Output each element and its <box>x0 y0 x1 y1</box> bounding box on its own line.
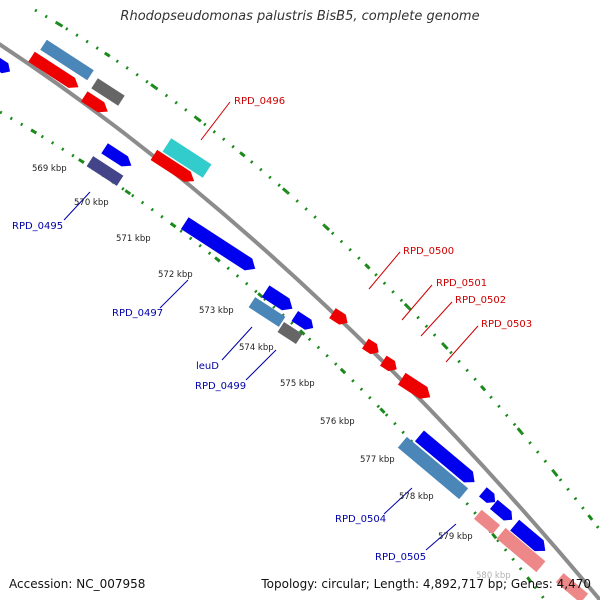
gene-label-rpd-0504[interactable]: RPD_0504 <box>335 514 386 525</box>
gene-label-rpd-0503[interactable]: RPD_0503 <box>481 319 532 330</box>
leader-rpd-0495 <box>63 191 91 221</box>
gene-block-red-6[interactable] <box>380 355 400 375</box>
leader-rpd-0500 <box>368 251 401 290</box>
leader-rpd-0499 <box>245 349 277 381</box>
tick-label-578: 578 kbp <box>399 492 434 502</box>
tick-label-572: 572 kbp <box>158 270 193 280</box>
tick-label-577: 577 kbp <box>360 455 395 465</box>
gene-label-rpd-0502[interactable]: RPD_0502 <box>455 295 506 306</box>
inner-dotted-ring <box>0 110 547 600</box>
leader-leud <box>221 326 253 361</box>
gene-block-blue-2[interactable] <box>261 285 296 314</box>
gene-block-pink-2[interactable] <box>496 527 546 573</box>
outer-dotted-ring <box>34 8 600 531</box>
leader-rpd-0503 <box>445 325 479 363</box>
gene-label-rpd-0496[interactable]: RPD_0496 <box>234 96 285 107</box>
gene-block-red-4[interactable] <box>329 308 351 328</box>
genome-backbone <box>0 42 600 600</box>
gene-label-rpd-0501[interactable]: RPD_0501 <box>436 278 487 289</box>
gene-block-blue-3[interactable] <box>291 310 317 333</box>
gene-label-leud[interactable]: leuD <box>196 361 219 372</box>
gene-label-rpd-0505[interactable]: RPD_0505 <box>375 552 426 563</box>
tick-label-574: 574 kbp <box>239 343 274 353</box>
gene-block-red-1[interactable] <box>28 51 82 93</box>
gene-block-grey-1[interactable] <box>91 78 125 106</box>
leader-rpd-0497 <box>159 279 189 309</box>
gene-block-cyan[interactable] <box>162 138 212 178</box>
accession-text: Accession: NC_007958 <box>9 577 146 591</box>
gene-block-grey-2[interactable] <box>277 321 303 345</box>
tick-label-570: 570 kbp <box>74 198 109 208</box>
gene-label-rpd-0495[interactable]: RPD_0495 <box>12 221 63 232</box>
gene-label-rpd-0499[interactable]: RPD_0499 <box>195 381 246 392</box>
tick-label-573: 573 kbp <box>199 306 234 316</box>
leader-rpd-0502 <box>420 301 453 337</box>
gene-block-red-5[interactable] <box>362 338 382 358</box>
gene-block-steel-2[interactable] <box>248 297 286 327</box>
tick-label-579: 579 kbp <box>438 532 473 542</box>
gene-block-blue-5[interactable] <box>489 499 516 525</box>
gene-block-blue-6[interactable] <box>510 519 550 556</box>
leader-rpd-0505 <box>425 523 457 551</box>
leader-rpd-0496 <box>200 101 231 141</box>
map-title: Rhodopseudomonas palustris BisB5, comple… <box>120 9 480 24</box>
tick-label-571: 571 kbp <box>116 234 151 244</box>
tick-label-576: 576 kbp <box>320 417 355 427</box>
gene-block-purple[interactable] <box>86 156 124 186</box>
inner-dotted-ring-ticks <box>0 110 547 600</box>
tick-label-569: 569 kbp <box>32 164 67 174</box>
tick-label-575: 575 kbp <box>280 379 315 389</box>
gene-block-pink-1[interactable] <box>473 509 501 535</box>
gene-block-blue-4[interactable] <box>479 487 499 506</box>
gene-block-red-3[interactable] <box>150 149 198 186</box>
gene-block-red-2[interactable] <box>80 91 111 116</box>
tick-label-580: 580 kbp <box>476 571 511 581</box>
leader-rpd-0501 <box>401 284 433 321</box>
leader-rpd-0504 <box>383 487 413 515</box>
gene-block-edge-blue[interactable] <box>0 52 13 76</box>
gene-block-steel-long[interactable] <box>397 436 469 500</box>
topology-text: Topology: circular; Length: 4,892,717 bp… <box>261 577 591 591</box>
gene-block-steel-1[interactable] <box>40 39 94 81</box>
gene-block-blue-long-2[interactable] <box>414 430 479 487</box>
gene-label-rpd-0500[interactable]: RPD_0500 <box>403 246 454 257</box>
gene-label-rpd-0497[interactable]: RPD_0497 <box>112 308 163 319</box>
gene-block-red-7[interactable] <box>397 372 434 403</box>
gene-block-blue-1[interactable] <box>101 143 134 170</box>
outer-dotted-ring-ticks <box>34 8 600 531</box>
gene-block-pink-3[interactable] <box>555 573 589 600</box>
gene-block-blue-long[interactable] <box>180 217 259 274</box>
